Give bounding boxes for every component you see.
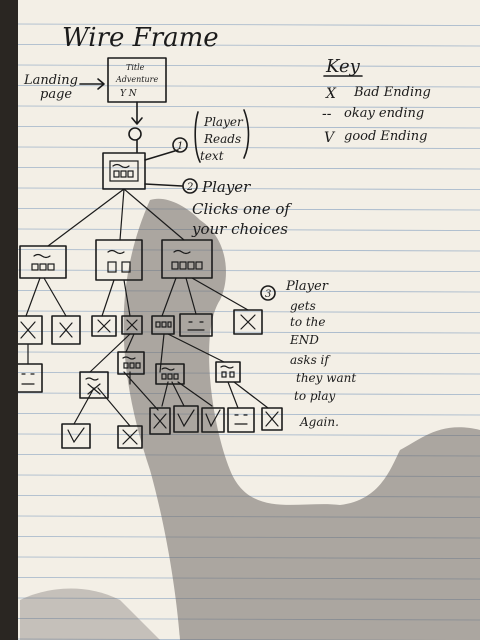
ending-bad [233,309,263,335]
landing-box-yn: Y N [120,89,138,99]
ending-good [61,423,91,449]
step3-line3: to the [290,315,326,329]
choice-screen-d [151,315,175,335]
ending-okay [179,313,213,337]
step3-number-circle [260,285,276,301]
landing-label: Landing [23,73,78,88]
choice-screen-a [19,245,67,279]
step2-line3: your choices [191,220,288,238]
step2-number: 2 [186,182,193,193]
ruled-line [17,126,480,129]
step3-line5: asks if [290,353,331,367]
step3-number: 3 [265,289,271,300]
ruled-line [17,85,480,88]
page-title: Wire Frame [62,23,219,53]
landing-label-2: page [40,87,72,102]
ruled-line [17,167,480,170]
step1-line3: text [200,149,224,163]
ending-bad [121,315,143,335]
key-heading: Key [325,56,361,77]
ruled-line [17,187,480,190]
choice-screen-c [161,239,213,279]
choice-screen-h [215,361,241,383]
ending-bad [261,407,283,431]
ruled-line [17,249,480,252]
ruled-line [17,23,480,26]
step1-number-circle [172,137,188,153]
ruled-line [17,146,480,149]
step1-line2: Reads [203,132,241,146]
step1-bracket-right [243,109,250,159]
key-label-bad: Bad Ending [353,85,431,100]
hand-shadow [123,198,480,640]
choice-circle [128,127,142,141]
ending-okay [227,407,255,433]
ending-good [201,407,225,433]
ending-good [173,405,199,433]
key-symbol-bad: X [325,86,337,102]
step1-pointer [144,149,179,161]
step1-line1: Player [203,115,244,129]
ruled-line [17,228,480,231]
step2-line2: Clicks one of [192,200,292,218]
key-label-okay: okay ending [344,106,424,121]
ruled-line [17,310,480,313]
choice-screen-e [79,371,109,399]
step2-number-circle [182,178,198,194]
ruled-line [17,105,480,108]
down-arrow-1 [131,101,143,125]
step3-line1: Player [285,279,329,294]
step3-line8: Again. [299,415,339,429]
landing-box-title: Title [126,63,145,72]
ending-bad [91,315,117,337]
step3-line2: gets [290,299,316,313]
ruled-line [17,413,480,416]
ending-bad [51,315,81,345]
ruled-line [17,433,480,436]
key-symbol-okay: -- [322,106,332,122]
corner-shadow [20,588,160,640]
step1-number: 1 [177,141,183,152]
choice-screen-f [117,351,145,375]
step1-bracket-left [194,111,201,163]
ruled-line [17,351,480,354]
key-label-good: good Ending [344,129,427,144]
choice-screen-g [155,363,185,385]
landing-arrow [79,78,105,90]
notebook-edge [0,0,18,640]
choice-screen-b [95,239,143,281]
ruled-line [17,331,480,334]
ruled-line [17,290,480,293]
step2-line1: Player [201,178,251,196]
landing-box-sub: Adventure [115,75,158,84]
ending-bad [149,407,171,435]
tree-connectors [25,188,269,427]
step2-pointer [144,183,183,187]
step3-line4: END [289,333,319,347]
step3-line6: they want [296,371,356,385]
step3-line7: to play [294,389,336,403]
ruled-line [17,44,480,47]
ruled-line [17,269,480,272]
key-symbol-good: V [324,130,336,146]
ending-bad [117,425,143,449]
ruled-line [17,208,480,211]
ruled-line [17,64,480,67]
